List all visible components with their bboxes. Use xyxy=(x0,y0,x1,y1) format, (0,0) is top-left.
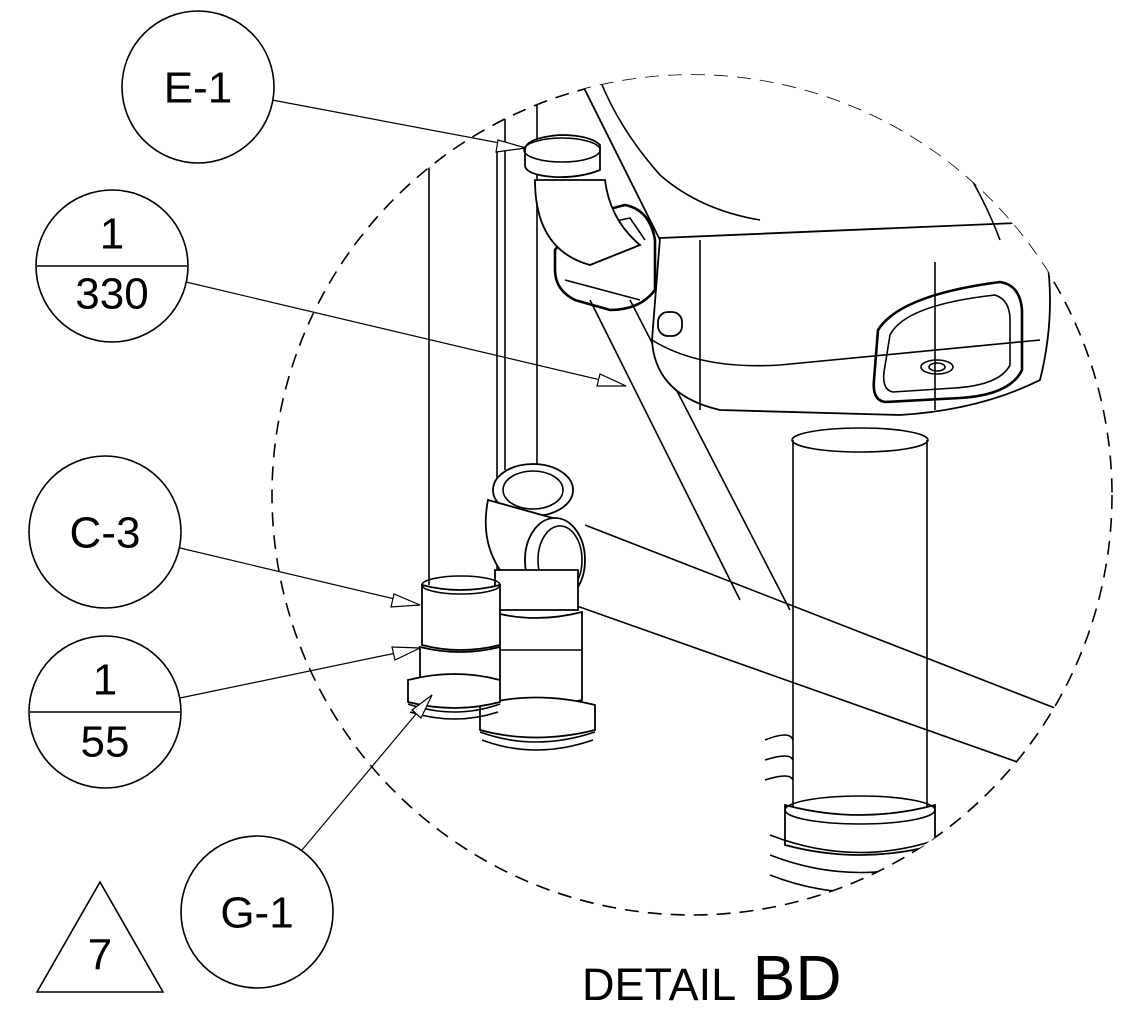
leader-e1 xyxy=(271,99,527,153)
callout-c3: C-3 xyxy=(28,455,182,609)
detail-title-id: BD xyxy=(753,942,842,1014)
leader-c3 xyxy=(179,547,421,608)
detail-title-prefix: DETAIL xyxy=(582,959,736,1010)
callout-g1-label: G-1 xyxy=(220,889,293,938)
fitting-c3 xyxy=(407,575,501,720)
housing-body xyxy=(553,75,1111,416)
fraction-2-numerator: 1 xyxy=(93,656,117,705)
detail-title: DETAIL BD xyxy=(582,942,842,1014)
callout-g1: G-1 xyxy=(180,835,334,989)
callout-fraction-1-330: 1 330 xyxy=(35,189,189,343)
callout-e1: E-1 xyxy=(121,10,275,164)
leader-fraction-1-55 xyxy=(179,646,421,699)
elbow-fitting-e1 xyxy=(523,134,642,266)
horizontal-pipe xyxy=(559,524,1061,771)
revision-number: 7 xyxy=(88,931,112,980)
revision-triangle: 7 xyxy=(35,880,165,993)
callout-fraction-1-55: 1 55 xyxy=(28,635,182,789)
fraction-1-numerator: 1 xyxy=(100,210,124,259)
tee-fitting xyxy=(479,463,596,751)
fraction-1-denominator: 330 xyxy=(75,270,148,319)
assembly-geometry xyxy=(407,75,1111,894)
rear-vertical-pipe xyxy=(504,75,538,470)
fraction-2-denominator: 55 xyxy=(81,718,130,767)
right-column xyxy=(764,427,951,894)
callout-e1-label: E-1 xyxy=(164,64,232,113)
callout-c3-label: C-3 xyxy=(70,509,141,558)
leader-g1 xyxy=(301,694,433,851)
leader-fraction-1-330 xyxy=(185,281,627,387)
